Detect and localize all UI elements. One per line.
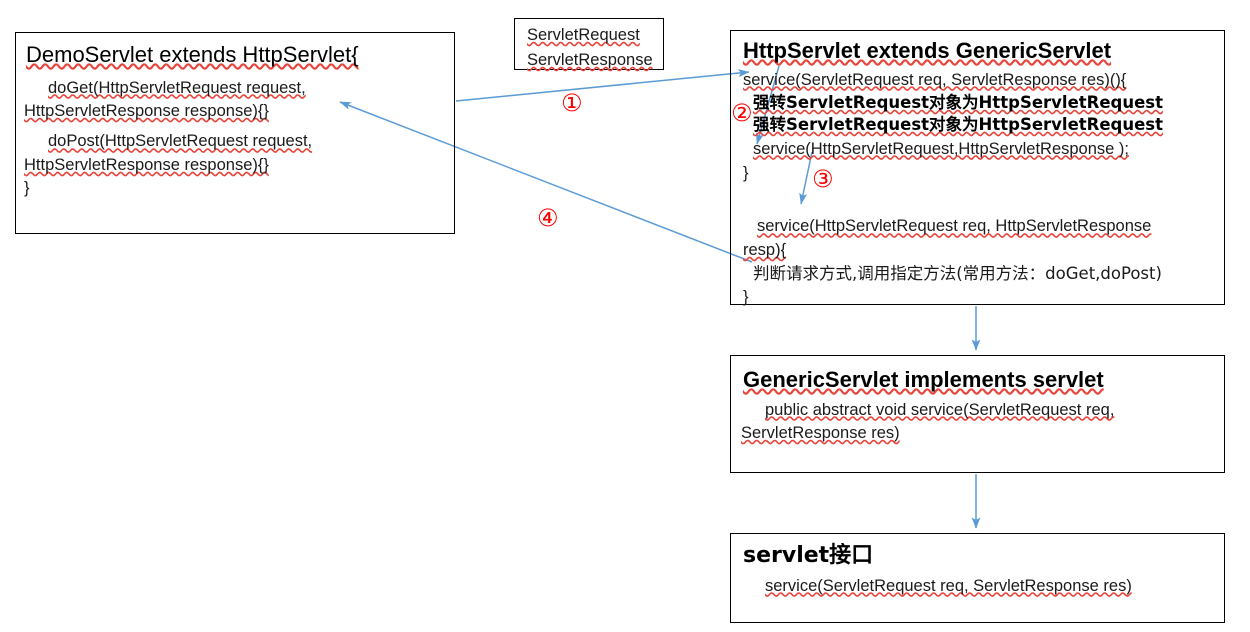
httpservlet-overload-signature-line2: resp){ <box>743 240 787 259</box>
genericservlet-service-line1: public abstract void service(ServletRequ… <box>765 400 1115 419</box>
demoservlet-doget-line2: HttpServletResponse response){} <box>24 102 269 121</box>
servlet-request-response-label-box: ServletRequest ServletResponse <box>514 18 664 70</box>
demoservlet-title: DemoServlet extends HttpServlet{ <box>26 42 359 67</box>
servlet-interface-title: servlet接口 <box>743 543 874 568</box>
httpservlet-close-brace-1: } <box>743 163 749 182</box>
httpservlet-cast-line-1: 强转ServletRequest对象为HttpServletRequest <box>753 93 1164 113</box>
demoservlet-dopost-line1: doPost(HttpServletRequest request, <box>48 132 313 151</box>
httpservlet-close-brace-2: } <box>743 287 749 306</box>
httpservlet-overload-signature-line1: service(HttpServletRequest req, HttpServ… <box>757 217 1152 236</box>
step-marker-2: ② <box>731 99 753 127</box>
demoservlet-close-brace: } <box>24 179 30 198</box>
demoservlet-doget-line1: doGet(HttpServletRequest request, <box>48 78 306 97</box>
httpservlet-title: HttpServlet extends GenericServlet <box>743 38 1112 63</box>
step-marker-4: ④ <box>537 204 559 232</box>
httpservlet-cast-line-2: 强转ServletRequest对象为HttpServletRequest <box>753 114 1164 134</box>
genericservlet-service-line2: ServletResponse res) <box>741 424 900 443</box>
demoservlet-dopost-line2: HttpServletResponse response){} <box>24 155 269 174</box>
step-marker-1: ① <box>561 89 583 117</box>
demoservlet-box: DemoServlet extends HttpServlet{ doGet(H… <box>15 32 455 234</box>
step-marker-3: ③ <box>812 165 834 193</box>
httpservlet-inner-service-call: service(HttpServletRequest,HttpServletRe… <box>753 139 1129 158</box>
httpservlet-box: HttpServlet extends GenericServlet servi… <box>730 30 1225 306</box>
httpservlet-dispatch-comment: 判断请求方式,调用指定方法(常用方法：doGet,doPost) <box>753 264 1162 284</box>
arrow-1-demo-to-httpservlet <box>455 69 750 102</box>
servlet-interface-box: servlet接口 service(ServletRequest req, Se… <box>730 533 1225 623</box>
httpservlet-service-signature: service(ServletRequest req, ServletRespo… <box>743 70 1127 89</box>
label-servlet-response: ServletResponse <box>527 50 653 69</box>
servlet-interface-service-line: service(ServletRequest req, ServletRespo… <box>765 576 1132 595</box>
genericservlet-box: GenericServlet implements servlet public… <box>730 355 1225 473</box>
genericservlet-title: GenericServlet implements servlet <box>743 367 1104 392</box>
label-servlet-request: ServletRequest <box>527 26 640 44</box>
